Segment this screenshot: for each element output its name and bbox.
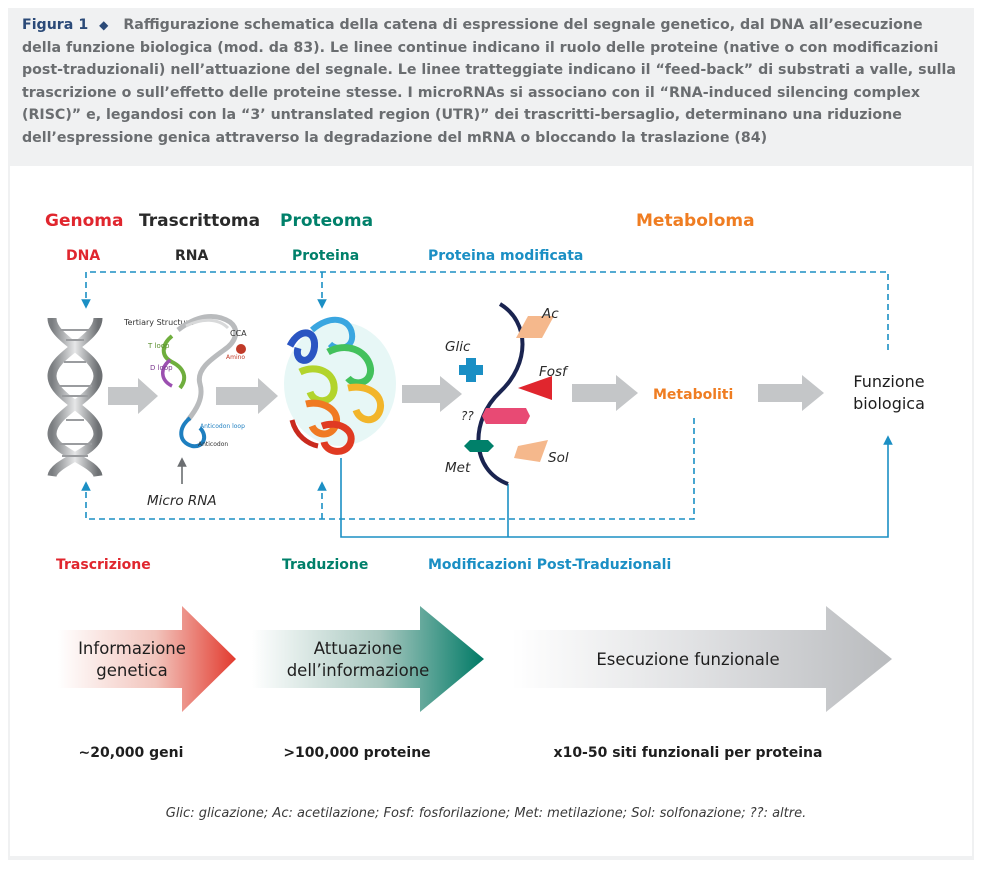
trna-structure-icon: Tertiary Structure T loop D loop CCA Ami… bbox=[123, 313, 247, 449]
mod-glic-label: Glic bbox=[445, 339, 471, 355]
label-proteina-modificata: Proteina modificata bbox=[428, 248, 583, 264]
met-marker-icon bbox=[464, 440, 494, 452]
label-dna: DNA bbox=[66, 248, 100, 264]
caption-text: Raffigurazione schematica della catena d… bbox=[22, 17, 956, 146]
flow-arrow-ptm-metaboliti bbox=[572, 375, 638, 411]
node-funzione-line1: Funzione bbox=[853, 372, 924, 391]
trna-anticodon-loop-label: Anticodon loop bbox=[200, 423, 245, 430]
big-arrow-attuazione bbox=[252, 606, 484, 712]
micro-rna-label: Micro RNA bbox=[147, 493, 217, 509]
count-geni: ∼20,000 geni bbox=[79, 745, 184, 761]
level-metaboloma: Metaboloma bbox=[636, 211, 755, 231]
trna-anticodon-label: Anticodon bbox=[198, 441, 228, 448]
fosf-marker-icon bbox=[518, 376, 552, 400]
big-arrow-informazione bbox=[58, 606, 236, 712]
unknown-marker-icon bbox=[482, 408, 530, 424]
level-proteoma: Proteoma bbox=[280, 211, 373, 231]
big-arrow-attuazione-line1: Attuazione bbox=[314, 639, 402, 658]
process-traduzione: Traduzione bbox=[282, 557, 368, 573]
figure-caption: Figura 1 ◆ Raffigurazione schematica del… bbox=[22, 14, 962, 150]
trna-dloop-label: D loop bbox=[150, 364, 173, 372]
abbreviations-legend: Glic: glicazione; Ac: acetilazione; Fosf… bbox=[166, 806, 807, 821]
protein-to-function-line bbox=[340, 435, 893, 538]
trna-tertiary-label: Tertiary Structure bbox=[123, 318, 194, 327]
modified-protein-icon bbox=[459, 302, 554, 486]
mod-met-label: Met bbox=[445, 460, 471, 476]
diagram-panel bbox=[10, 166, 972, 856]
label-proteina: Proteina bbox=[292, 248, 359, 264]
mod-sol-label: Sol bbox=[548, 450, 569, 466]
node-metaboliti: Metaboliti bbox=[653, 387, 733, 403]
count-siti: x10-50 siti funzionali per proteina bbox=[554, 745, 823, 761]
flow-arrow-dna-rna bbox=[108, 378, 158, 414]
feedback-top-line bbox=[81, 271, 889, 350]
big-arrow-info-line2: genetica bbox=[96, 661, 167, 680]
mod-ac-label: Ac bbox=[541, 306, 559, 322]
figure-label: Figura 1 bbox=[22, 17, 89, 33]
flow-arrow-metaboliti-funzione bbox=[758, 375, 824, 411]
ac-marker-icon bbox=[516, 316, 554, 338]
flow-arrows bbox=[108, 375, 824, 414]
diamond-icon: ◆ bbox=[99, 18, 109, 32]
level-genoma: Genoma bbox=[45, 211, 123, 231]
flow-arrow-rna-protein bbox=[216, 378, 278, 414]
glic-marker-icon bbox=[459, 358, 483, 382]
big-arrow-info-line1: Informazione bbox=[78, 639, 186, 658]
trna-tloop-label: T loop bbox=[147, 342, 170, 350]
count-proteine: >100,000 proteine bbox=[283, 745, 430, 761]
node-funzione-line2: biologica bbox=[853, 394, 925, 413]
sol-marker-icon bbox=[514, 440, 548, 462]
trna-cca-label: CCA bbox=[230, 329, 247, 338]
flow-arrow-protein-ptm bbox=[402, 376, 462, 412]
protein-structure-icon bbox=[284, 317, 396, 455]
dna-helix-icon bbox=[47, 317, 103, 478]
process-ptm: Modificazioni Post-Traduzionali bbox=[428, 557, 671, 573]
process-trascrizione: Trascrizione bbox=[56, 557, 151, 573]
level-trascrittoma: Trascrittoma bbox=[139, 211, 260, 231]
trna-amino-label: Amino bbox=[226, 354, 245, 361]
big-arrow-esecuzione bbox=[512, 606, 892, 712]
mod-fosf-label: Fosf bbox=[539, 364, 569, 380]
big-arrow-esecuzione-label: Esecuzione funzionale bbox=[596, 650, 779, 669]
big-arrow-attuazione-line2: dell’informazione bbox=[287, 661, 430, 680]
feedback-bottom-line bbox=[81, 418, 695, 520]
label-rna: RNA bbox=[175, 248, 208, 264]
mod-unknown-label: ?? bbox=[461, 409, 474, 423]
